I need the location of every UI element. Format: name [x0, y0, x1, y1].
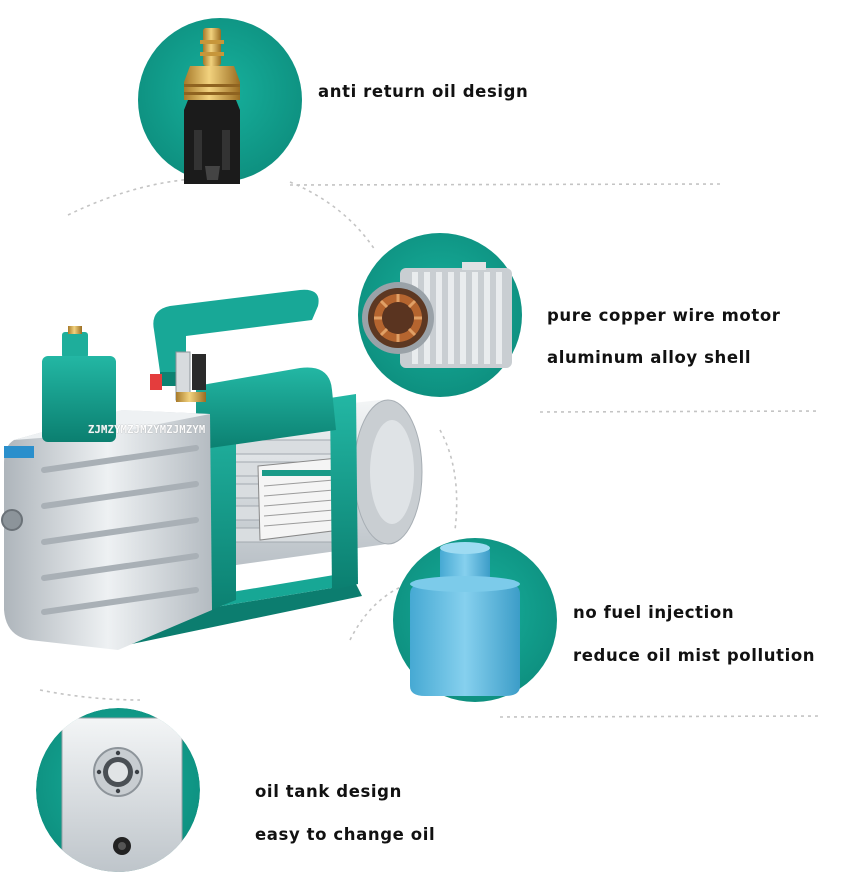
copper-motor-image: [358, 233, 522, 397]
feature-no-fuel-injection-label: no fuel injection: [573, 603, 735, 622]
anti-return-oil-valve-image: [138, 18, 302, 184]
feature-anti-return-oil-label: anti return oil design: [318, 82, 529, 101]
feature-change-oil-label: easy to change oil: [255, 825, 436, 844]
oil-tank-image: [36, 708, 200, 872]
watermark-text: ZJMZYMZJMZYMZJMZYM: [88, 424, 206, 436]
feature-aluminum-shell-label: aluminum alloy shell: [547, 348, 752, 367]
feature-copper-motor-label: pure copper wire motor: [547, 306, 781, 325]
vacuum-pump-illustration: [1, 289, 423, 650]
blue-filter-cap-image: [393, 538, 557, 702]
feature-oil-tank-label: oil tank design: [255, 782, 402, 801]
feature-oil-mist-label: reduce oil mist pollution: [573, 646, 816, 665]
